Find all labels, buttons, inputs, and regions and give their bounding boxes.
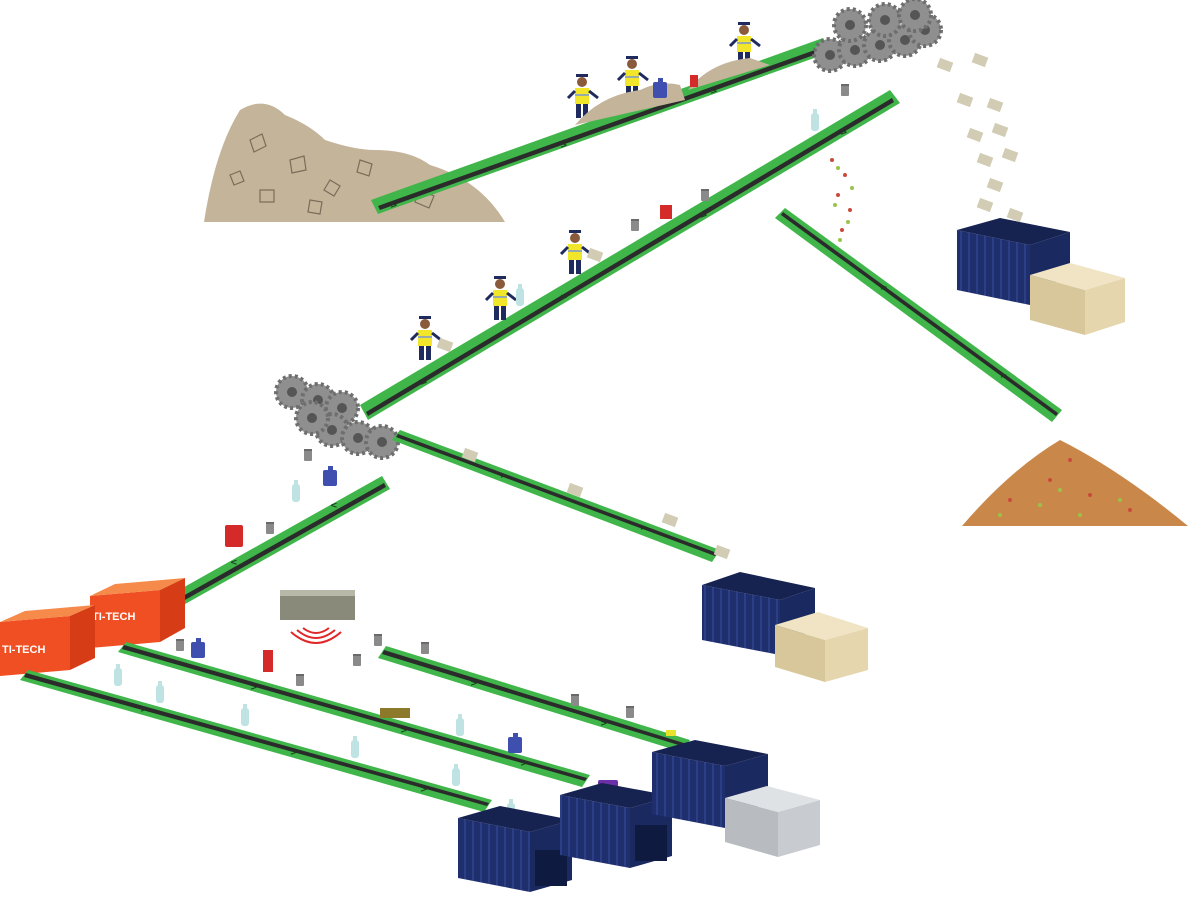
bottle-icon — [456, 714, 464, 736]
svg-text:>: > — [560, 293, 568, 303]
bale-icon — [1030, 263, 1125, 335]
metal-separator-icon — [280, 590, 355, 644]
conveyor-line-2: > > > — [118, 642, 590, 787]
svg-text:>: > — [840, 128, 848, 138]
svg-text:>: > — [250, 683, 258, 693]
optical-scanner-icon: TI-TECH — [90, 578, 185, 648]
shredder-icon — [274, 374, 400, 460]
svg-text:>: > — [560, 141, 568, 151]
jerrycan-icon — [191, 638, 205, 658]
worker-icon — [559, 228, 593, 276]
conveyor-infeed: > > > — [371, 38, 831, 214]
organic-pile-icon — [962, 440, 1188, 526]
svg-text:<: < — [230, 558, 238, 568]
conveyor-line-3: >> — [378, 646, 690, 752]
svg-text:>: > — [880, 283, 888, 293]
scanner-brand-label: TI-TECH — [92, 611, 135, 623]
can-icon — [296, 674, 304, 686]
can-icon — [421, 642, 429, 654]
bottle-icon — [114, 664, 122, 686]
conveyor-paper: >> — [392, 430, 720, 562]
svg-text:>: > — [640, 523, 648, 533]
can-icon — [266, 522, 274, 534]
can-icon — [631, 219, 639, 231]
jerrycan-icon — [653, 78, 667, 98]
conveyor-sorting: > > > > — [360, 90, 900, 420]
svg-text:>: > — [400, 726, 408, 736]
waste-pile-icon — [204, 103, 505, 222]
scanner-brand-label: TI-TECH — [2, 644, 45, 656]
can-icon — [176, 639, 184, 651]
can-icon — [571, 694, 579, 706]
svg-text:>: > — [520, 759, 528, 769]
conveyor-line-1: > > > — [20, 670, 492, 812]
svg-text:>: > — [390, 201, 398, 211]
can-icon — [701, 189, 709, 201]
jerrycan-icon — [225, 525, 243, 547]
paper-icon — [586, 247, 604, 263]
paper-icon — [713, 544, 731, 560]
jerrycan-icon — [660, 205, 672, 219]
bottle-icon — [811, 109, 819, 131]
bottle-icon — [452, 764, 460, 786]
can-icon — [626, 706, 634, 718]
svg-text:<: < — [330, 501, 338, 511]
bottle-icon — [241, 704, 249, 726]
container-icon — [458, 806, 572, 892]
svg-text:>: > — [420, 785, 428, 795]
bale-icon — [775, 612, 868, 682]
conveyor-organic: >> — [775, 208, 1062, 422]
jerrycan-icon — [508, 733, 522, 753]
bottle-icon — [156, 681, 164, 703]
shredder-icon — [812, 0, 943, 73]
svg-text:>: > — [470, 679, 478, 689]
conveyor-recyclables: << — [170, 476, 390, 608]
svg-text:>: > — [600, 719, 608, 729]
bottle-icon — [351, 736, 359, 758]
svg-text:>: > — [710, 87, 718, 97]
svg-text:>: > — [140, 705, 148, 715]
can-icon — [353, 654, 361, 666]
jerrycan-icon — [323, 466, 337, 486]
paper-icon — [380, 708, 410, 718]
paper-icon — [661, 512, 679, 528]
bottle-icon — [516, 284, 524, 306]
can-icon — [304, 449, 312, 461]
worker-icon — [409, 314, 443, 362]
can-icon — [841, 84, 849, 96]
optical-scanner-icon: TI-TECH — [0, 605, 95, 676]
bale-icon — [725, 786, 820, 857]
jerrycan-icon — [690, 75, 698, 87]
svg-text:>: > — [1000, 371, 1008, 381]
jerrycan-icon — [263, 650, 273, 672]
bottle-icon — [292, 480, 300, 502]
svg-text:>: > — [290, 748, 298, 758]
can-icon — [666, 730, 676, 736]
worker-icon — [484, 274, 518, 322]
organic-flow — [830, 158, 854, 242]
waste-heap — [688, 58, 770, 90]
svg-text:>: > — [420, 378, 428, 388]
can-icon — [374, 634, 382, 646]
svg-text:>: > — [700, 211, 708, 221]
svg-text:>: > — [500, 471, 508, 481]
paper-flow — [936, 52, 1024, 223]
